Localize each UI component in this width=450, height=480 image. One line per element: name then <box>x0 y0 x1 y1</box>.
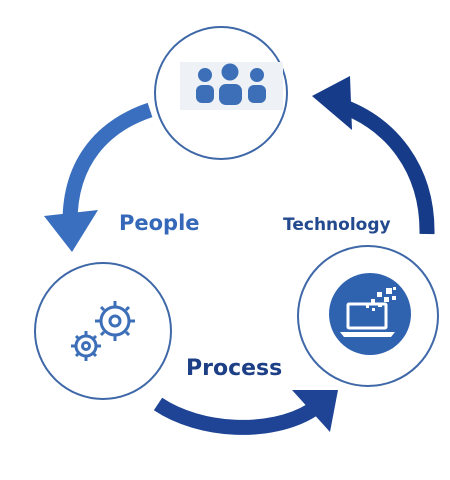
people-node <box>154 26 288 160</box>
label-people: People <box>119 211 200 235</box>
gears-icon <box>71 301 135 361</box>
arrow-people-to-process <box>44 102 153 252</box>
label-process: Process <box>186 356 283 381</box>
people-group-icon <box>196 63 266 105</box>
label-technology: Technology <box>283 215 391 235</box>
arrow-process-to-technology <box>153 390 338 435</box>
laptop-pixels-icon <box>340 287 396 337</box>
technology-node <box>297 245 439 387</box>
process-node <box>34 262 172 400</box>
arrow-technology-to-people <box>312 76 435 235</box>
